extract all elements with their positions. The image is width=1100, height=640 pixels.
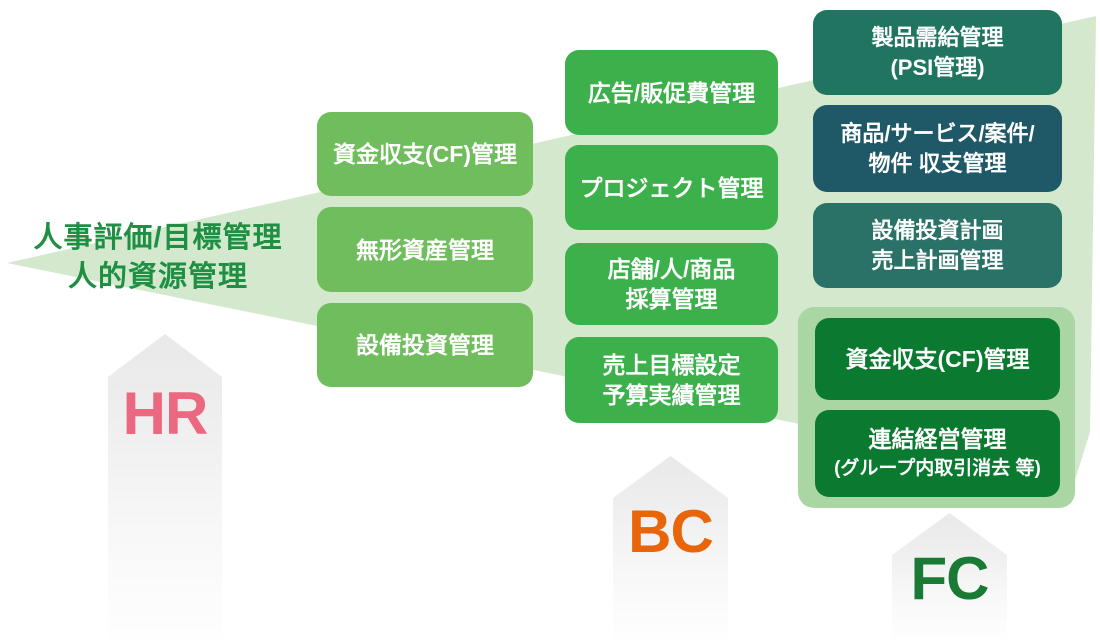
bc-up-arrow: BC bbox=[613, 456, 728, 640]
box-label-line-1: 設備投資計画 bbox=[871, 217, 1004, 243]
box-label: 資金収支(CF)管理 bbox=[333, 141, 517, 167]
box-label-line-2: (PSI管理) bbox=[890, 54, 985, 80]
box-cash-flow-management: 資金収支(CF)管理 bbox=[317, 112, 533, 196]
box-label-line-1: 売上目標設定 bbox=[602, 352, 741, 378]
box-label-line-1: 店舗/人/商品 bbox=[607, 256, 736, 282]
box-label: プロジェクト管理 bbox=[579, 174, 764, 201]
headline-line-2: 人的資源管理 bbox=[67, 261, 248, 293]
box-label-line-1: 連結経営管理 bbox=[868, 425, 1007, 452]
box-label-line-1: 製品需給管理 bbox=[871, 24, 1004, 50]
box-capex-plan-sales-plan-management: 設備投資計画 売上計画管理 bbox=[813, 203, 1062, 288]
box-capex-management: 設備投資管理 bbox=[317, 303, 533, 387]
box-label: 無形資産管理 bbox=[356, 236, 494, 263]
box-intangible-asset-management: 無形資産管理 bbox=[317, 207, 533, 292]
box-ad-promo-cost-management: 広告/販促費管理 bbox=[565, 50, 778, 135]
box-consolidated-management: 連結経営管理 (グループ内取引消去 等) bbox=[815, 410, 1060, 497]
box-label-line-2: (グループ内取引消去 等) bbox=[834, 457, 1041, 479]
box-fc-cash-flow-management: 資金収支(CF)管理 bbox=[815, 318, 1060, 400]
box-label: 広告/販促費管理 bbox=[587, 79, 756, 106]
box-label-line-2: 採算管理 bbox=[625, 286, 718, 312]
hr-arrow-label: HR bbox=[122, 380, 209, 447]
box-project-management: プロジェクト管理 bbox=[565, 145, 778, 230]
box-label-line-2: 売上計画管理 bbox=[871, 247, 1004, 273]
fc-arrow-label: FC bbox=[910, 545, 990, 612]
box-label-line-1: 商品/サービス/案件/ bbox=[840, 120, 1035, 146]
box-product-supply-demand-psi-management: 製品需給管理 (PSI管理) bbox=[813, 10, 1062, 95]
box-label-line-2: 予算実績管理 bbox=[602, 382, 741, 408]
box-store-person-product-profitability: 店舗/人/商品 採算管理 bbox=[565, 243, 778, 325]
hr-up-arrow: HR bbox=[108, 334, 222, 640]
box-product-service-case-property-pl-management: 商品/サービス/案件/ 物件 収支管理 bbox=[813, 105, 1062, 192]
bc-arrow-label: BC bbox=[628, 498, 714, 565]
box-label: 設備投資管理 bbox=[356, 332, 494, 358]
box-label: 資金収支(CF)管理 bbox=[845, 346, 1030, 372]
headline-line-1: 人事評価/目標管理 bbox=[33, 222, 283, 254]
box-label-line-2: 物件 収支管理 bbox=[868, 150, 1007, 176]
box-sales-target-budget-actual-management: 売上目標設定 予算実績管理 bbox=[565, 337, 778, 423]
headline: 人事評価/目標管理 人的資源管理 bbox=[10, 219, 306, 297]
